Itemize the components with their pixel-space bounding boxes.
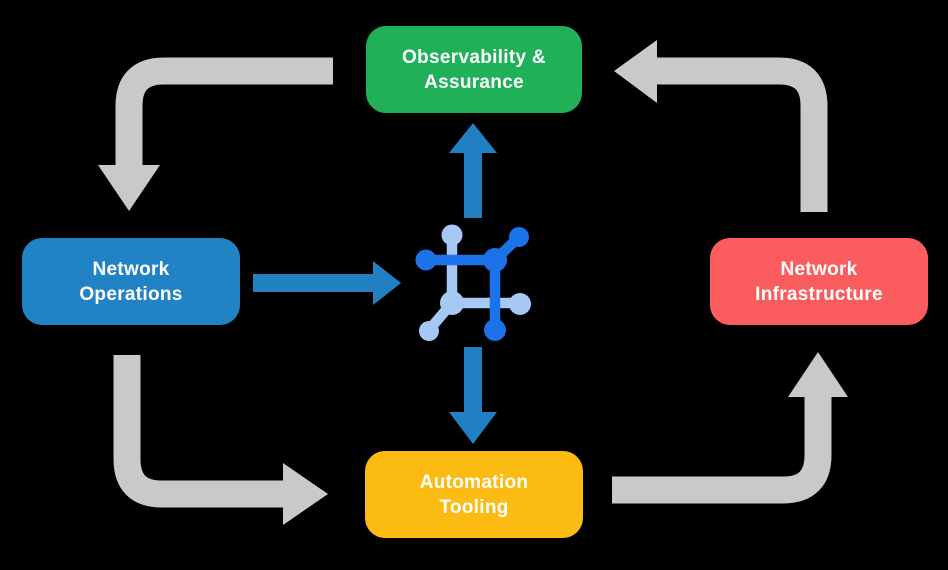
- arrow-shaft: [612, 395, 832, 504]
- node-automation-tooling: Automation Tooling: [365, 451, 583, 538]
- node-label-line: Observability &: [402, 46, 546, 68]
- icon-dark-dot-diagonal: [509, 227, 529, 247]
- arrow-operations-to-center: [253, 261, 401, 305]
- node-observability-assurance: Observability & Assurance: [366, 26, 582, 113]
- arrow-operations-to-automation: [113, 355, 328, 525]
- node-label-line: Assurance: [424, 71, 524, 93]
- node-label-line: Network: [92, 258, 170, 280]
- arrow-infrastructure-to-observability: [614, 40, 828, 212]
- icon-light-dot-top: [441, 224, 463, 246]
- arrowhead-up-icon: [449, 123, 497, 153]
- icon-dark-dot-bottom: [484, 319, 506, 341]
- icon-light-dot-right: [509, 293, 531, 315]
- node-label-line: Network: [780, 258, 858, 280]
- arrowhead-left-icon: [614, 40, 657, 103]
- arrowhead-right-icon: [283, 463, 328, 525]
- node-label-line: Operations: [79, 283, 183, 305]
- node-network-infrastructure: Network Infrastructure: [710, 238, 928, 325]
- network-automation-icon: [415, 224, 531, 341]
- arrow-automation-to-infrastructure: [612, 352, 848, 504]
- arrowhead-right-icon: [373, 261, 401, 305]
- arrowhead-down-icon: [98, 165, 160, 211]
- arrowhead-up-icon: [788, 352, 848, 397]
- icon-light-dot-diagonal: [419, 321, 439, 341]
- node-label-line: Infrastructure: [755, 283, 883, 305]
- arrow-shaft: [655, 57, 828, 212]
- node-label-line: Tooling: [439, 496, 509, 518]
- arrow-shaft: [115, 57, 333, 167]
- icon-light-node: [440, 291, 464, 315]
- arrow-observability-to-operations: [98, 57, 333, 211]
- icon-dark-node: [483, 248, 507, 272]
- node-network-operations: Network Operations: [22, 238, 240, 325]
- arrowhead-down-icon: [449, 412, 497, 444]
- arrow-center-to-automation: [449, 347, 497, 444]
- node-label-line: Automation: [419, 471, 529, 493]
- arrow-shaft: [113, 355, 285, 508]
- arrow-center-to-observability: [449, 123, 497, 218]
- icon-dark-dot-left: [415, 249, 437, 271]
